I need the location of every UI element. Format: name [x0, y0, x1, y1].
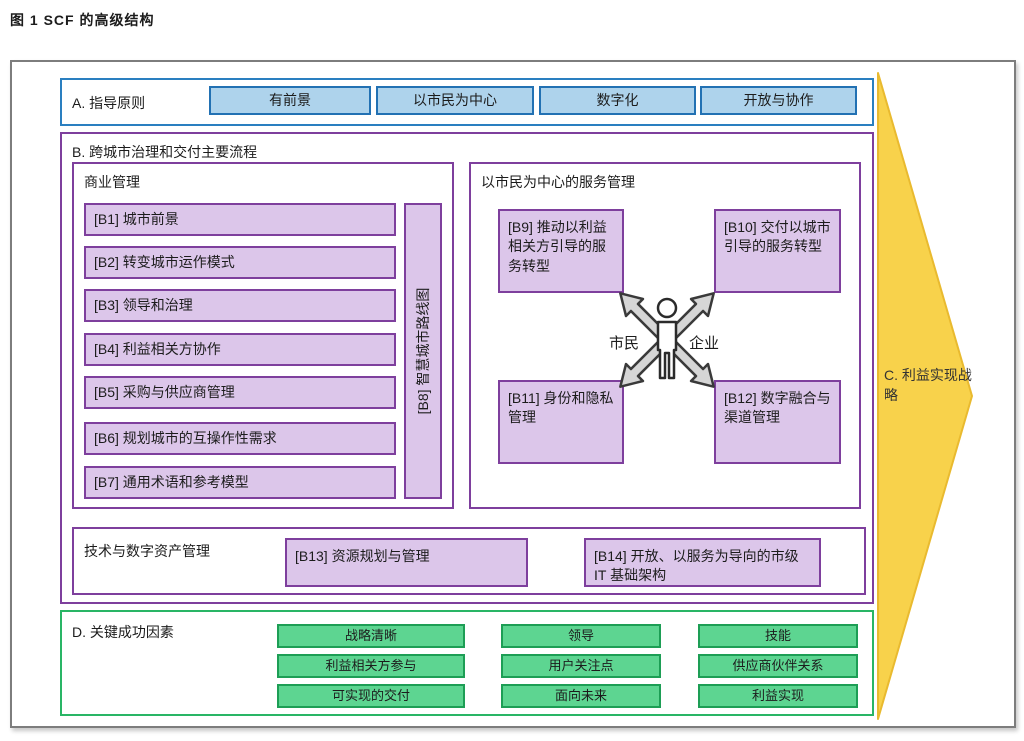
item-b7: [B7] 通用术语和参考模型 [84, 466, 396, 499]
factor-achievable-delivery: 可实现的交付 [277, 684, 465, 708]
principle-citizen-centric: 以市民为中心 [376, 86, 534, 115]
business-management-box: 商业管理 [B1] 城市前景 [B2] 转变城市运作模式 [B3] 领导和治理 … [72, 162, 454, 509]
diagram-frame: A. 指导原则 有前景 以市民为中心 数字化 开放与协作 B. 跨城市治理和交付… [10, 60, 1016, 728]
person-icon [656, 297, 678, 380]
factor-leadership: 领导 [501, 624, 661, 648]
principle-open-collaboration: 开放与协作 [700, 86, 857, 115]
technology-management-label: 技术与数字资产管理 [84, 543, 210, 559]
item-b8-smart-city-roadmap: [B8] 智慧城市路线图 [404, 203, 442, 499]
item-b14: [B14] 开放、以服务为导向的市级 IT 基础架构 [584, 538, 821, 587]
section-d-label: D. 关键成功因素 [72, 624, 174, 640]
section-b-core-processes: B. 跨城市治理和交付主要流程 商业管理 [B1] 城市前景 [B2] 转变城市… [60, 132, 874, 604]
cross-arrows-person-icon [619, 292, 715, 388]
item-b9: [B9] 推动以利益相关方引导的服务转型 [498, 209, 624, 293]
section-d-success-factors: D. 关键成功因素 战略清晰 领导 技能 利益相关方参与 用户关注点 供应商伙伴… [60, 610, 874, 716]
factor-skills: 技能 [698, 624, 858, 648]
technology-management-box: 技术与数字资产管理 [B13] 资源规划与管理 [B14] 开放、以服务为导向的… [72, 527, 866, 595]
item-b8-label: [B8] 智慧城市路线图 [415, 287, 431, 415]
citizen-service-label: 以市民为中心的服务管理 [481, 174, 635, 190]
principle-promising: 有前景 [209, 86, 371, 115]
section-a-label: A. 指导原则 [72, 95, 146, 111]
item-b11: [B11] 身份和隐私管理 [498, 380, 624, 464]
item-b10: [B10] 交付以城市引导的服务转型 [714, 209, 841, 293]
item-b1: [B1] 城市前景 [84, 203, 396, 236]
item-b12: [B12] 数字融合与渠道管理 [714, 380, 841, 464]
citizen-service-box: 以市民为中心的服务管理 [B9] 推动以利益相关方引导的服务转型 [B10] 交… [469, 162, 861, 509]
factor-stakeholder-engagement: 利益相关方参与 [277, 654, 465, 678]
actor-citizens-label: 市民 [609, 335, 640, 352]
item-b5: [B5] 采购与供应商管理 [84, 376, 396, 409]
figure-title: 图 1 SCF 的高级结构 [10, 12, 155, 28]
actor-business-label: 企业 [689, 335, 720, 352]
business-management-label: 商业管理 [84, 174, 140, 190]
right-arrow-shape [877, 72, 973, 720]
section-c-label: C. 利益实现战略 [884, 367, 972, 403]
item-b2: [B2] 转变城市运作模式 [84, 246, 396, 279]
factor-strategy-clarity: 战略清晰 [277, 624, 465, 648]
factor-supplier-partnership: 供应商伙伴关系 [698, 654, 858, 678]
item-b4: [B4] 利益相关方协作 [84, 333, 396, 366]
section-c-benefit-strategy: C. 利益实现战略 [874, 70, 980, 722]
factor-future-oriented: 面向未来 [501, 684, 661, 708]
factor-benefit-realization: 利益实现 [698, 684, 858, 708]
item-b6: [B6] 规划城市的互操作性需求 [84, 422, 396, 455]
section-b-label: B. 跨城市治理和交付主要流程 [72, 144, 258, 160]
factor-user-focus: 用户关注点 [501, 654, 661, 678]
item-b13: [B13] 资源规划与管理 [285, 538, 528, 587]
section-a-guiding-principles: A. 指导原则 有前景 以市民为中心 数字化 开放与协作 [60, 78, 874, 126]
item-b3: [B3] 领导和治理 [84, 289, 396, 322]
principle-digital: 数字化 [539, 86, 696, 115]
